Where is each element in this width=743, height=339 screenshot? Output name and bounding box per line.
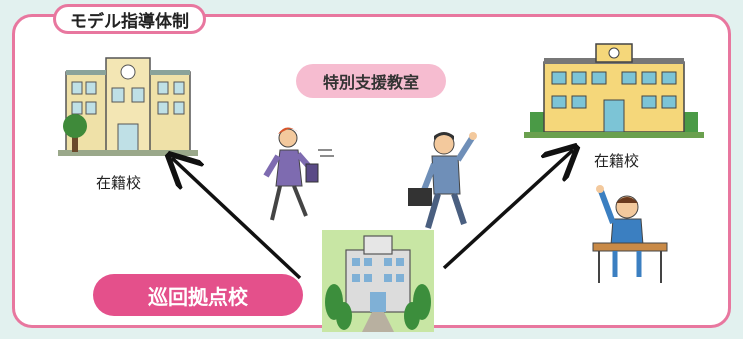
walking-man-illustration: [408, 132, 477, 229]
hub-school-illustration: [322, 230, 434, 332]
student-at-desk-illustration: [592, 185, 668, 283]
arrow-to-left-school: [172, 158, 302, 280]
school-left-label: 在籍校: [96, 174, 142, 192]
hub-school-label: 巡回拠点校: [93, 274, 303, 316]
special-support-classroom-label: 特別支援教室: [296, 64, 446, 98]
school-right-label: 在籍校: [594, 152, 640, 170]
diagram-title: モデル指導体制: [53, 4, 206, 34]
left-school-illustration: [58, 57, 198, 156]
walking-teacher-illustration: [263, 127, 334, 221]
right-school-illustration: [524, 43, 704, 138]
arrow-to-right-school: [442, 150, 573, 270]
